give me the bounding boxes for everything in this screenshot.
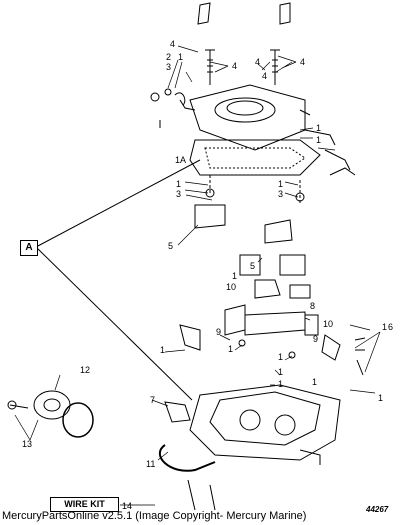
linkage <box>304 129 351 171</box>
metering-bridge <box>244 311 306 336</box>
part-label: 2 <box>166 52 172 62</box>
part-label: 14 <box>122 501 133 511</box>
part-label: 7 <box>150 395 156 405</box>
part-label: 1 <box>316 135 322 145</box>
copyright-footer: MercuryPartsOnline v2.5.1 (Image Copyrig… <box>2 510 307 522</box>
part-label: 4 <box>255 57 261 67</box>
part-label: 1 <box>312 377 318 387</box>
top-left-plate <box>197 2 211 25</box>
part-label: 1 <box>316 123 322 133</box>
part-label: 4 <box>232 61 238 71</box>
part-label: 4 <box>300 57 306 67</box>
part-label: 10 <box>226 282 237 292</box>
part-label: 1A <box>175 155 187 165</box>
part-label: 13 <box>22 439 33 449</box>
pump-lever-right <box>321 334 341 361</box>
part-label: 1 <box>160 345 166 355</box>
part-label: 4 <box>170 39 176 49</box>
part-label: 6 <box>388 322 394 332</box>
choke-parts <box>354 337 366 376</box>
air-horn-gasket <box>189 139 321 176</box>
part-label: 1 <box>232 271 238 281</box>
small-washer <box>150 92 160 102</box>
part-label: 1 <box>278 379 284 389</box>
part-label: 1 <box>178 52 184 62</box>
accelerator-pump <box>164 401 191 423</box>
part-label: 11 <box>146 459 156 469</box>
throttle-body <box>189 384 341 461</box>
wire-kit-box: WIRE KIT <box>50 497 119 512</box>
callout-a-box: A <box>20 240 38 256</box>
float-left <box>194 204 226 229</box>
part-label: 5 <box>250 261 256 271</box>
part-label: 1 <box>228 344 234 354</box>
top-right-plate <box>279 2 291 25</box>
part-label: 3 <box>176 189 182 199</box>
part-label: 9 <box>313 334 319 344</box>
part-label: 1 <box>278 179 284 189</box>
metering-plate-left <box>224 304 246 336</box>
callout-a-leaders <box>35 159 201 401</box>
clip <box>174 92 186 106</box>
bottom-screws <box>187 479 216 511</box>
float-right <box>264 219 293 244</box>
part-label: 1 <box>278 367 284 377</box>
part-label: 1 <box>382 322 388 332</box>
leader-lines <box>14 45 381 506</box>
part-label: 3 <box>278 189 284 199</box>
part-label: 4 <box>262 71 268 81</box>
air-horn-bore <box>214 97 276 123</box>
part-label: 5 <box>168 241 174 251</box>
part-label: 12 <box>80 365 91 375</box>
figure-number: 44267 <box>366 505 389 514</box>
part-label: 1 <box>176 179 182 189</box>
part-label: 9 <box>216 327 222 337</box>
part-label: 10 <box>323 319 334 329</box>
needle-seats <box>239 254 306 276</box>
filter-gasket <box>62 402 94 438</box>
top-screws <box>205 49 280 85</box>
pump-lever-left <box>179 324 201 351</box>
part-label: 1 <box>278 352 284 362</box>
fuel-filter <box>33 390 71 420</box>
part-label: 8 <box>310 301 316 311</box>
part-label: 3 <box>166 62 172 72</box>
fuel-tube <box>158 444 216 472</box>
part-label: 1 <box>378 393 384 403</box>
